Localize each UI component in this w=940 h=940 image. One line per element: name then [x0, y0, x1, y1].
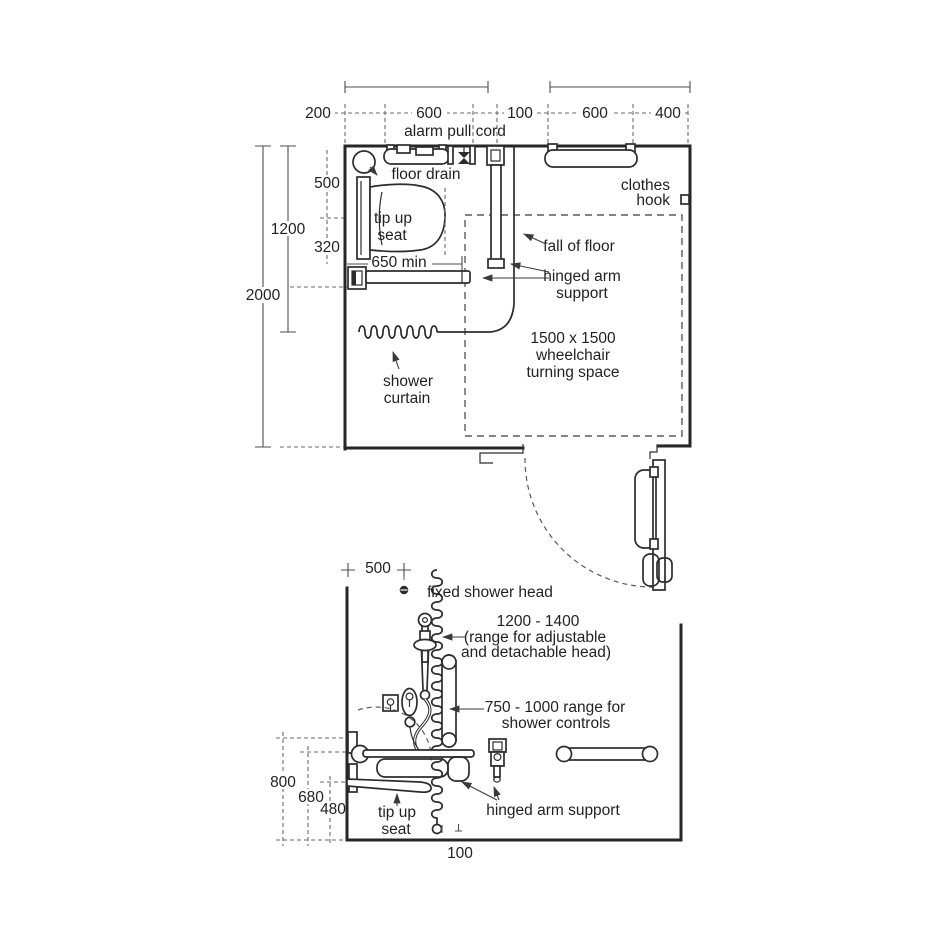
plan-left-dimension-column: 500 1200 320 2000	[244, 145, 347, 448]
elevation-view: 800 680 480 500	[266, 560, 683, 862]
control-switch	[382, 694, 399, 712]
shower-head	[413, 638, 437, 652]
plan-overall-dim-brackets	[344, 81, 691, 93]
turning-space-label-2: wheelchair	[535, 347, 610, 364]
tip-up-seat-elev-label-1: tip up	[378, 804, 416, 821]
dim-480: 480	[320, 801, 346, 818]
tip-up-seat-plan	[356, 176, 446, 260]
hinged-arm-support-label: hinged arm support	[486, 802, 620, 819]
seat-surface	[346, 778, 432, 794]
hinged-arm-label-2: support	[556, 285, 608, 302]
door-jamb-left	[479, 444, 524, 464]
hinged-arm-support-vertical-plan	[490, 164, 502, 263]
shower-controls	[382, 687, 421, 752]
dim-800: 800	[270, 774, 296, 791]
alarm-pull-cord-handle	[458, 152, 470, 164]
plan-room-walls	[343, 144, 692, 451]
tip-up-seat-elev-label-2: seat	[381, 821, 411, 838]
elevation-left-dims: 800 680 480	[266, 732, 352, 846]
grab-rail-horizontal-elevation	[555, 745, 659, 763]
shower-curtain-label-1: shower	[383, 373, 433, 390]
dim-1200: 1200	[271, 221, 306, 238]
turning-space-label-3: turning space	[526, 364, 619, 381]
hinged-arm-label-1: hinged arm	[543, 268, 621, 285]
elevation-top-dim: 500	[341, 560, 411, 583]
plan-top-wall-fittings	[383, 143, 690, 269]
plan-annotations: alarm pull cord floor drain clothes hook…	[371, 123, 670, 407]
dim-320: 320	[314, 239, 340, 256]
clothes-hook-label-2: hook	[636, 192, 670, 209]
dim-2000: 2000	[246, 287, 281, 304]
head-range-label-3: and detachable head)	[461, 644, 611, 661]
riser-rail-knob	[417, 612, 433, 628]
650-min-label: 650 min	[371, 254, 426, 271]
floor-drain	[352, 150, 378, 176]
dim-500-plan: 500	[314, 175, 340, 192]
door-lever-handle	[642, 553, 660, 587]
head-range-label-2: (range for adjustable	[464, 629, 606, 646]
dim-600-right: 600	[582, 105, 608, 122]
curtain-weight	[431, 823, 443, 835]
shower-curtain-plan	[358, 325, 438, 339]
shower-curtain-label-2: curtain	[384, 390, 431, 407]
floor-drain-label: floor drain	[392, 166, 461, 183]
dim-100-elevation: 100	[447, 845, 473, 862]
fall-of-floor-label: fall of floor	[543, 238, 615, 255]
hinged-arm-support-horizontal-plan	[347, 266, 471, 290]
fixed-shower-head	[399, 585, 409, 595]
dim-100: 100	[507, 105, 533, 122]
door-jamb-right	[649, 444, 688, 459]
curtain-gap-dim: 100	[441, 824, 473, 862]
hinged-arm-bar	[362, 749, 475, 758]
alarm-pull-cord-label: alarm pull cord	[404, 123, 506, 140]
dim-200: 200	[305, 105, 331, 122]
door-pull-handle	[634, 469, 657, 549]
dim-500-elevation: 500	[365, 560, 391, 577]
arm-support-loop	[447, 756, 470, 782]
plan-view: 200 600 100 600 400 500 1200 320 2000	[244, 81, 692, 591]
adjustable-shower-set	[413, 612, 437, 756]
controls-range-label-1: 750 - 1000 range for	[485, 699, 625, 716]
door	[524, 457, 673, 591]
plan-top-dimension-row: 200 600 100 600 400	[301, 104, 689, 147]
hinged-arm-support-folded	[488, 738, 507, 783]
grab-rail-right-plan	[544, 149, 638, 168]
clothes-hook	[680, 194, 690, 205]
dim-400: 400	[655, 105, 681, 122]
wheelchair-turning-space	[464, 214, 683, 437]
dim-680: 680	[298, 789, 324, 806]
head-range-label-1: 1200 - 1400	[497, 613, 580, 630]
door-swing-arc	[524, 457, 655, 588]
seat-projection-dim	[347, 188, 463, 271]
tip-up-seat-label-2: seat	[377, 227, 407, 244]
tip-up-seat-label-1: tip up	[374, 210, 412, 227]
fall-of-floor-boundary	[437, 147, 515, 333]
elevation-annotations: fixed shower head 1200 - 1400 (range for…	[378, 584, 625, 838]
clothes-hook-label-1: clothes	[621, 177, 670, 194]
fixed-shower-head-label: fixed shower head	[427, 584, 553, 601]
arm-support-wall-mount	[486, 145, 505, 166]
elevation-wall-floor	[345, 586, 683, 842]
controls-range-label-2: shower controls	[502, 715, 611, 732]
dim-600-left: 600	[416, 105, 442, 122]
tip-up-seat-elevation	[346, 706, 475, 794]
turning-space-label-1: 1500 x 1500	[530, 330, 616, 347]
shower-curtain-elevation	[430, 569, 444, 835]
grab-rail-vertical-elevation	[441, 654, 457, 748]
